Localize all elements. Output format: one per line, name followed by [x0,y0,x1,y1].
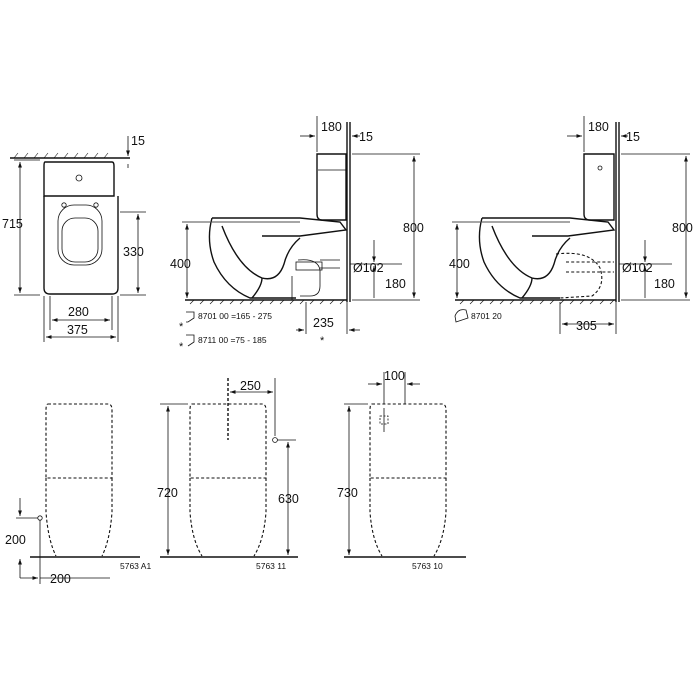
legend-8701-00: 8701 00 =165 - 275 [198,311,272,321]
front-view: 15 715 330 280 375 [2,134,146,342]
dim-diameter-102: Ø102 [622,261,653,275]
dim-15: 15 [626,130,640,144]
dim-730: 730 [337,486,358,500]
pipe-fitting-icon [186,334,195,347]
legend-8701-20: 8701 20 [471,311,502,321]
legend-star-2: * [179,341,184,353]
pipe-fitting-icon [454,309,469,323]
bottom-view-a: 200 200 5763 A1 [5,403,151,586]
model-code: 5763 10 [412,561,443,571]
model-code: 5763 A1 [120,561,151,571]
side-view-b: 180 15 800 400 Ø102 180 305 8701 20 [449,116,693,334]
dim-180-top: 180 [588,120,609,134]
dim-250: 250 [240,379,261,393]
dim-15: 15 [131,134,145,148]
dim-375: 375 [67,323,88,337]
dim-305: 305 [576,319,597,333]
dim-330: 330 [123,245,144,259]
legend-8711-00: 8711 00 =75 - 185 [198,335,267,345]
dim-180-pipe: 180 [385,277,406,291]
dim-180-pipe: 180 [654,277,675,291]
dim-200-horizontal: 200 [50,572,71,586]
bottom-view-c: 100 730 5763 10 [337,369,466,571]
legend-star-1: * [179,321,184,333]
dim-diameter-102: Ø102 [353,261,384,275]
dim-280: 280 [68,305,89,319]
dim-200-vertical: 200 [5,533,26,547]
bottom-view-b: 250 720 630 5763 11 [157,378,299,571]
dim-720: 720 [157,486,178,500]
pipe-fitting-icon [186,311,195,323]
dim-630: 630 [278,492,299,506]
dim-15: 15 [359,130,373,144]
dim-800: 800 [403,221,424,235]
dim-400: 400 [449,257,470,271]
dim-235: 235 [313,316,334,330]
dim-715: 715 [2,217,23,231]
dim-400: 400 [170,257,191,271]
side-view-a: 180 15 800 400 Ø102 180 235 * * 8701 00 … [170,116,424,353]
model-code: 5763 11 [256,561,286,571]
star-note: * [320,335,325,347]
dim-180-top: 180 [321,120,342,134]
dim-800: 800 [672,221,693,235]
dim-100: 100 [384,369,405,383]
